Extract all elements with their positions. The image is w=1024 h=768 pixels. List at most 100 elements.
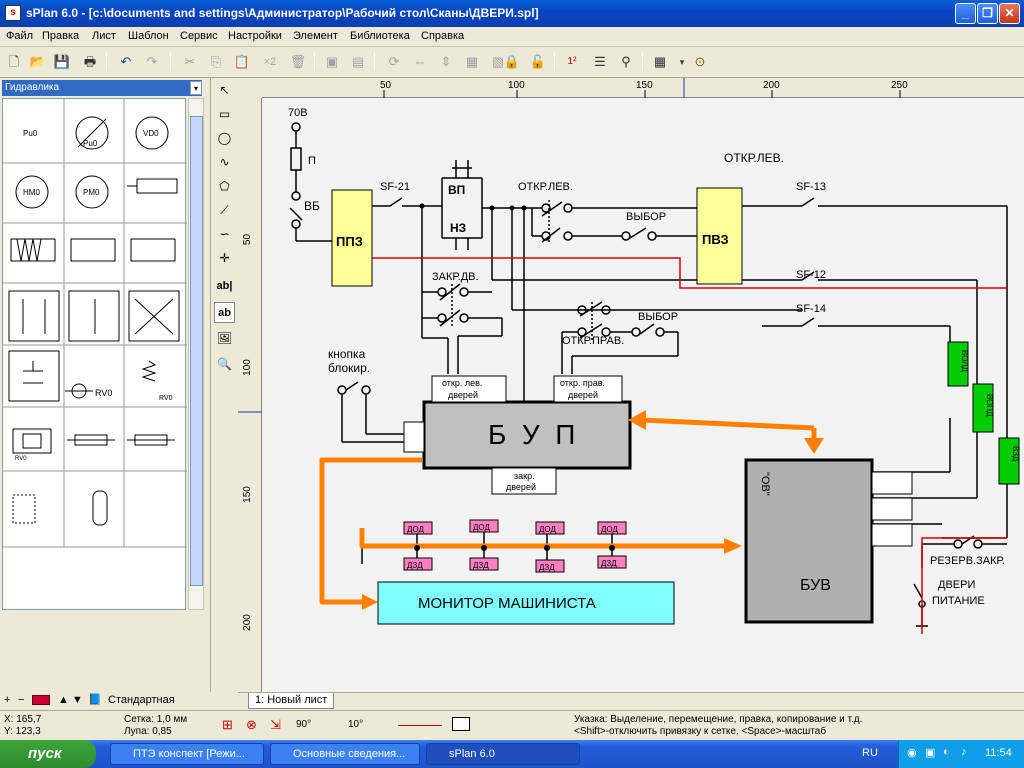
menu-element[interactable]: Элемент xyxy=(293,30,338,42)
pvz-block[interactable] xyxy=(696,187,743,285)
pointer-icon[interactable]: ↖ xyxy=(219,83,230,97)
magnet-icon[interactable]: ⊗ xyxy=(246,717,257,732)
ruler-top: 50 100 150 200 250 xyxy=(262,78,1024,98)
text-tool[interactable]: ab| xyxy=(216,280,233,292)
ppz-block[interactable] xyxy=(331,189,373,287)
arrow-down-icon[interactable]: ▼ xyxy=(72,694,83,706)
bup-block[interactable] xyxy=(422,400,632,470)
library-footer: + − ▲ ▼ 📘 Стандартная xyxy=(0,692,206,710)
snap-icon[interactable]: ⇲ xyxy=(270,717,281,732)
send-back-icon[interactable]: ▤ xyxy=(351,54,365,69)
chevron-down-icon[interactable]: ▾ xyxy=(679,57,685,67)
menu-template[interactable]: Шаблон xyxy=(128,30,169,42)
label-nz: НЗ xyxy=(450,221,466,235)
menu-library[interactable]: Библиотека xyxy=(350,30,410,42)
library-panel: Гидравлика ▾ xyxy=(0,78,206,692)
parts-list-icon[interactable]: ☰ xyxy=(594,54,606,69)
tray-icon[interactable]: ◉ xyxy=(907,747,917,759)
library-scrollbar[interactable] xyxy=(188,98,204,610)
mirror-h-icon[interactable]: ⇔ xyxy=(413,54,427,69)
new-file-icon[interactable]: 🗋 xyxy=(8,54,20,69)
tray-icon[interactable]: ▣ xyxy=(925,747,936,759)
tab-sheet-1[interactable]: 1: Новый лист xyxy=(248,693,335,709)
line-style[interactable] xyxy=(398,725,442,726)
paste-icon[interactable]: 📋 xyxy=(233,54,251,69)
ellipse-icon[interactable]: ◯ xyxy=(217,131,232,145)
bezier-icon[interactable]: ∽ xyxy=(219,227,230,241)
group-icon[interactable]: ▦ xyxy=(465,54,479,69)
vzd-relay[interactable] xyxy=(998,437,1020,485)
lock-icon[interactable]: 🔒 xyxy=(503,54,521,69)
mirror-v-icon[interactable]: ⇕ xyxy=(440,54,452,69)
unlock-icon[interactable]: 🔓 xyxy=(529,54,547,69)
close-button[interactable]: ✕ xyxy=(999,3,1020,24)
arrow-up-icon[interactable]: ▲ xyxy=(58,694,69,706)
cut-icon[interactable]: ✂ xyxy=(184,54,196,69)
minimize-button[interactable]: _ xyxy=(955,3,976,24)
symbol-label: Pu0 xyxy=(23,129,38,138)
vopd-relay[interactable] xyxy=(972,383,994,433)
symbol-label: RV0 xyxy=(95,388,113,398)
menu-sheet[interactable]: Лист xyxy=(92,30,116,42)
grid-icon[interactable]: ▦ xyxy=(653,54,667,69)
angle-90[interactable]: 90° xyxy=(296,719,312,730)
tray-icon[interactable]: ◐ xyxy=(943,746,950,758)
image-icon[interactable]: 🖼 xyxy=(216,331,233,345)
print-icon[interactable]: 🖶 xyxy=(83,54,97,69)
library-name[interactable]: Стандартная xyxy=(108,694,175,706)
line-icon[interactable]: ⟋ xyxy=(220,203,229,217)
drawing-canvas[interactable]: 70В П ВБ ППЗ SF-21 ВП НЗ ОТКР.ЛЕВ. ВЫБОР… xyxy=(262,98,1024,692)
bring-front-icon[interactable]: ▣ xyxy=(325,54,339,69)
find-icon[interactable]: ⚲ xyxy=(621,54,631,69)
start-button[interactable]: пуск xyxy=(0,740,96,768)
monitor-block[interactable] xyxy=(377,581,675,625)
vold-relay[interactable] xyxy=(947,341,969,387)
library-select[interactable]: Гидравлика xyxy=(2,80,202,96)
remove-icon[interactable]: − xyxy=(18,694,25,706)
redo-icon[interactable]: ↷ xyxy=(146,54,158,69)
label-vp: ВП xyxy=(448,183,465,197)
snap-grid-icon[interactable]: ⊞ xyxy=(222,717,233,732)
rotate-icon[interactable]: ⟳ xyxy=(388,54,400,69)
delete-icon[interactable]: 🗑 xyxy=(289,54,307,69)
fill-style[interactable] xyxy=(452,717,470,731)
symbol-label: PM0 xyxy=(83,188,100,197)
library-color-icon[interactable] xyxy=(32,695,50,705)
label-bup: Б У П xyxy=(488,419,575,450)
copy-icon[interactable]: ⎘ xyxy=(210,54,222,69)
open-folder-icon[interactable]: 📂 xyxy=(29,54,47,69)
menu-help[interactable]: Справка xyxy=(421,30,465,42)
polygon-icon[interactable]: ⬠ xyxy=(219,179,230,193)
symbol-label: RV0 xyxy=(15,456,27,462)
door-circuit-diagram: 70В П ВБ ППЗ SF-21 ВП НЗ ОТКР.ЛЕВ. ВЫБОР… xyxy=(288,107,1020,634)
numbering-icon[interactable]: 1² xyxy=(567,56,577,67)
volume-icon[interactable]: ♪ xyxy=(961,746,967,758)
ungroup-icon[interactable]: ▧ xyxy=(491,54,505,69)
menu-service[interactable]: Сервис xyxy=(180,30,218,42)
magnifier-icon[interactable]: 🔍 xyxy=(217,357,232,371)
zoom-icon[interactable]: ⊙ xyxy=(694,54,706,69)
buv-block[interactable] xyxy=(744,458,874,624)
task-osnovnye[interactable]: Основные сведения... xyxy=(270,743,420,765)
maximize-button[interactable]: ❐ xyxy=(977,3,998,24)
chevron-down-icon[interactable]: ▾ xyxy=(190,81,202,95)
menu-file[interactable]: Файл xyxy=(6,30,34,42)
junction-icon[interactable]: ✛ xyxy=(219,251,230,265)
textbox-tool[interactable]: ab xyxy=(214,302,235,323)
language-indicator[interactable]: RU xyxy=(862,747,878,759)
label-buv: БУВ xyxy=(800,577,831,594)
label-zakr-dv: ЗАКР.ДВ. xyxy=(432,271,479,283)
menu-edit[interactable]: Правка xyxy=(42,30,80,42)
freehand-icon[interactable]: ∿ xyxy=(219,155,230,169)
rectangle-icon[interactable]: ▭ xyxy=(218,107,231,121)
undo-icon[interactable]: ↶ xyxy=(120,54,132,69)
angle-10[interactable]: 10° xyxy=(348,719,364,730)
duplicate-button[interactable]: ×2 xyxy=(263,56,277,68)
task-splan[interactable]: sPlan 6.0 xyxy=(426,743,580,765)
library-symbols[interactable] xyxy=(3,99,187,611)
task-pte[interactable]: ПТЭ конспект [Режи... xyxy=(110,743,264,765)
label-zakr-dverey: дверей xyxy=(506,482,536,492)
menu-settings[interactable]: Настройки xyxy=(228,30,282,42)
save-icon[interactable]: 💾 xyxy=(53,54,71,69)
add-icon[interactable]: + xyxy=(4,694,11,706)
